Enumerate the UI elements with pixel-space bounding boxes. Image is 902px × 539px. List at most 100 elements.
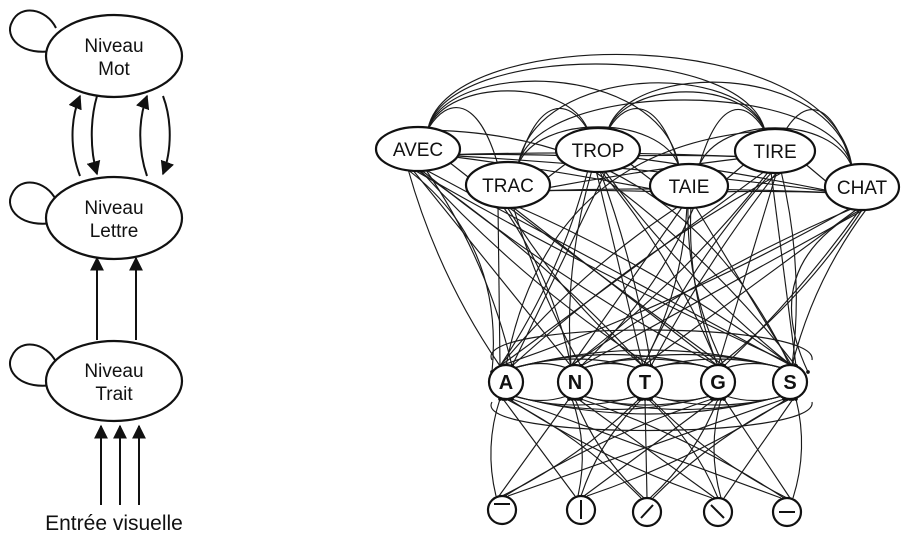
letter-word-connection [406,167,501,367]
vertical-stroke-icon [565,494,597,526]
word-letter-connection [506,205,726,368]
letter-word-connection [570,169,771,367]
backward-diagonal-stroke-icon [702,496,734,528]
feature-letter-connection [652,397,792,499]
connection-mot-to-lettre-2 [160,95,174,176]
word-node: TAIE [648,162,730,210]
word-label: TAIE [669,177,710,198]
word-word-connection [427,53,854,169]
letter-node: A [487,363,525,401]
letter-label: S [783,372,796,394]
word-label: TROP [572,141,625,162]
self-loop-mot [9,9,59,53]
letter-word-connection [568,168,594,367]
letter-word-connection [602,168,793,367]
connection-mot-to-lettre [86,95,101,176]
letter-word-connection [598,168,719,367]
level-node-mot: Niveau Mot [44,13,184,99]
feature-letter-connection [504,397,714,497]
word-letter-connection [687,206,726,368]
horizontal-stroke-icon [771,496,803,528]
letter-word-connection [642,169,775,367]
word-letter-connection [510,171,784,368]
feature-letter-connection [510,397,782,499]
word-word-connection [619,155,841,194]
feature-letter-connection [583,397,717,497]
word-letter-connection [413,169,798,368]
letter-word-connection [512,203,793,367]
word-node: TROP [554,126,642,174]
letter-label: G [710,372,726,394]
word-letter-connection [599,170,653,368]
word-label: CHAT [837,178,888,199]
letter-node: G [699,363,737,401]
letter-letter-connection [725,394,784,402]
word-label: AVEC [393,140,443,161]
feature-letter-connection [649,397,720,499]
feature-letter-connection [490,397,502,497]
word-label: TRAC [482,176,534,197]
feature-letter-connection [579,397,785,499]
word-word-connection [517,82,767,166]
letter-node: N [556,363,594,401]
self-loop-lettre [9,181,59,225]
forward-diagonal-stroke-icon [631,496,663,528]
feature-letter-connection [580,397,644,497]
level-label-line2: Mot [98,59,130,80]
connection-lettre-to-mot-2 [136,94,150,177]
letter-word-connection [418,167,719,367]
word-letter-connection [593,170,798,368]
word-word-connection [698,108,767,167]
feature-letter-connection [722,397,791,499]
letter-row-outer-curve-2 [490,401,813,432]
letter-word-connection [594,168,644,367]
letter-word-connection [717,169,779,367]
word-label: TIRE [753,142,796,163]
word-word-connection [784,108,854,169]
letter-row-outer-curve [490,329,813,361]
letter-word-connection [717,205,866,367]
feature-letter-connection [713,397,723,499]
network-connections [377,53,870,499]
feature-layer [486,494,803,528]
word-word-connection [607,107,681,168]
word-layer: AVEC TRAC TROP TAIE TIRE CHAT [374,125,901,212]
outer-word-letter-connection [417,129,792,368]
level-label-line2: Lettre [90,221,139,242]
letter-label: T [639,372,651,394]
word-letter-connection [579,206,695,368]
feature-letter-connection [792,397,803,499]
level-diagram: Niveau Mot Niveau Lettre Niveau Trait En… [9,9,184,535]
word-word-connection [427,80,681,168]
feature-letter-connection [507,397,713,499]
letter-word-connection [779,169,797,367]
level-node-lettre: Niveau Lettre [44,175,184,261]
letter-node: S [771,363,809,401]
word-word-connection [607,91,767,133]
letter-word-connection [570,204,685,367]
feature-letter-connection [498,397,571,497]
word-word-connection [427,63,767,133]
letter-letter-connection [725,362,784,370]
word-node: TIRE [733,127,817,175]
connection-lettre-to-mot [68,94,82,177]
level-node-trait: Niveau Trait [44,339,184,423]
letter-word-connection [642,205,862,367]
visual-input-caption: Entrée visuelle [45,512,183,535]
letter-node: T [626,363,664,401]
level-label-line2: Trait [95,384,133,405]
letter-label: A [499,372,513,394]
interactive-activation-network: AVEC TRAC TROP TAIE TIRE CHAT [374,53,901,528]
visual-input-arrows [94,424,146,505]
letter-layer: A N T G S [487,363,809,401]
letter-word-connection [500,203,572,367]
feature-letter-connection [501,397,576,497]
word-word-connection [517,99,854,169]
letter-word-connection [410,167,572,367]
letter-word-connection [504,203,644,367]
outer-word-letter-connection [504,129,776,368]
letter-word-connection [499,204,681,367]
level-label-line1: Niveau [84,361,143,382]
word-node: TRAC [464,160,552,210]
